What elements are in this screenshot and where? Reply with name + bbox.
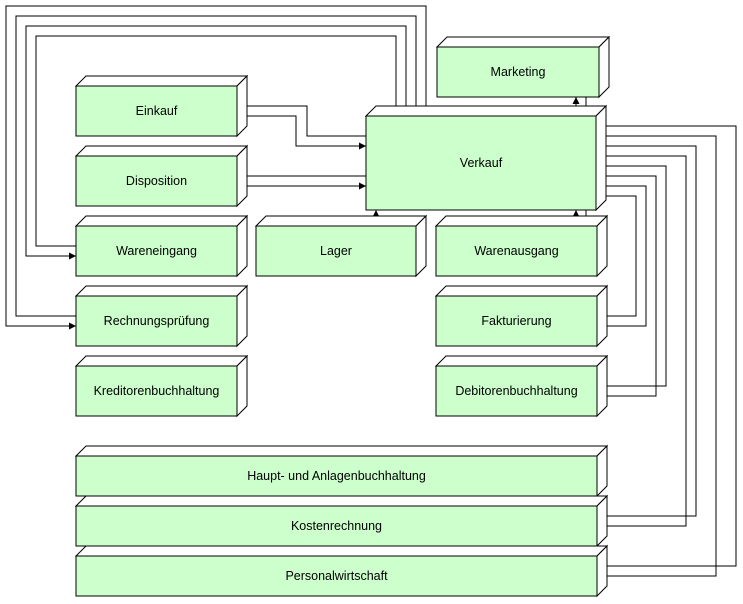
module-label: Einkauf	[136, 104, 178, 118]
module-side-face	[236, 74, 248, 138]
kostenrechnung-to-verkauf-arrow	[597, 142, 697, 517]
module-top-face	[364, 105, 608, 117]
module-label: Warenausgang	[474, 244, 558, 258]
module-rechnungspruefung[interactable]: Rechnungsprüfung	[74, 284, 249, 348]
module-verkauf[interactable]: Verkauf	[364, 104, 608, 212]
debitorenbuchhaltung-to-verkauf-arrow	[597, 162, 667, 387]
module-disposition[interactable]: Disposition	[74, 144, 249, 208]
module-label: Verkauf	[460, 156, 503, 170]
module-side-face	[596, 284, 608, 348]
module-side-face	[236, 214, 248, 278]
verkauf-to-wareneingang-arrow	[25, 25, 407, 260]
module-top-face	[74, 285, 249, 297]
verkauf-to-einkauf-arrow	[237, 102, 366, 137]
einkauf-to-verkauf-arrow	[237, 115, 366, 150]
module-label: Fakturierung	[481, 314, 551, 328]
module-side-face	[236, 144, 248, 208]
module-front-face	[75, 455, 598, 497]
module-top-face	[74, 145, 249, 157]
module-label: Personalwirtschaft	[285, 569, 388, 583]
module-side-face	[236, 284, 248, 348]
module-top-face	[434, 355, 609, 367]
module-side-face	[596, 354, 608, 418]
module-side-face	[598, 35, 610, 99]
module-fakturierung[interactable]: Fakturierung	[434, 284, 609, 348]
module-einkauf[interactable]: Einkauf	[74, 74, 249, 138]
module-top-face	[74, 75, 249, 87]
module-label: Marketing	[491, 65, 546, 79]
module-label: Rechnungsprüfung	[104, 314, 210, 328]
module-top-face	[434, 215, 609, 227]
verkauf-to-personalwirtschaft-arrow	[597, 135, 717, 580]
module-front-face	[75, 225, 238, 277]
module-label: Haupt- und Anlagenbuchhaltung	[247, 469, 426, 483]
module-front-face	[75, 85, 238, 137]
module-kostenrechnung[interactable]: Kostenrechnung	[74, 494, 609, 548]
module-side-face	[415, 214, 427, 278]
module-wareneingang[interactable]: Wareneingang	[74, 214, 249, 278]
module-top-face	[74, 445, 609, 457]
module-top-face	[435, 36, 611, 48]
module-label: Disposition	[126, 174, 187, 188]
module-front-face	[75, 155, 238, 207]
module-front-face	[435, 225, 598, 277]
module-side-face	[595, 104, 607, 212]
verkauf-to-rechnungspruefung-arrow	[5, 5, 427, 330]
module-top-face	[74, 355, 249, 367]
module-front-face	[435, 365, 598, 417]
fakturierung-to-verkauf-arrow	[597, 182, 647, 327]
module-front-face	[75, 365, 238, 417]
module-front-face	[436, 46, 600, 98]
connector-layer	[5, 5, 737, 580]
verkauf-to-fakturierung-arrow	[597, 195, 637, 320]
module-label: Wareneingang	[116, 244, 197, 258]
module-front-face	[75, 555, 598, 597]
module-warenausgang[interactable]: Warenausgang	[434, 214, 609, 278]
module-haupt-anlagenbuchhaltung[interactable]: Haupt- und Anlagenbuchhaltung	[74, 444, 609, 498]
module-side-face	[596, 214, 608, 278]
module-label: Kostenrechnung	[291, 519, 382, 533]
module-personalwirtschaft[interactable]: Personalwirtschaft	[74, 544, 609, 598]
wareneingang-to-verkauf-arrow	[35, 35, 400, 247]
module-top-face	[254, 215, 428, 227]
module-front-face	[435, 295, 598, 347]
module-label: Debitorenbuchhaltung	[455, 384, 577, 398]
personalwirtschaft-to-verkauf-arrow	[597, 122, 737, 567]
module-top-face	[74, 495, 609, 507]
module-marketing[interactable]: Marketing	[435, 35, 611, 99]
module-lager[interactable]: Lager	[254, 214, 428, 278]
module-top-face	[434, 285, 609, 297]
module-front-face	[365, 115, 597, 211]
module-front-face	[255, 225, 417, 277]
module-layer: MarketingEinkaufVerkaufDispositionWarene…	[74, 35, 611, 598]
module-debitorenbuchhaltung[interactable]: Debitorenbuchhaltung	[434, 354, 609, 418]
module-side-face	[236, 354, 248, 418]
module-top-face	[74, 215, 249, 227]
module-kreditorenbuchhaltung[interactable]: Kreditorenbuchhaltung	[74, 354, 249, 418]
module-label: Lager	[320, 244, 352, 258]
verkauf-to-kostenrechnung-arrow	[597, 155, 687, 530]
rechnungspruefung-to-verkauf-arrow	[15, 15, 420, 317]
verkauf-to-debitorenbuchhaltung-arrow	[597, 175, 657, 400]
module-label: Kreditorenbuchhaltung	[94, 384, 220, 398]
module-top-face	[74, 545, 609, 557]
module-front-face	[75, 295, 238, 347]
